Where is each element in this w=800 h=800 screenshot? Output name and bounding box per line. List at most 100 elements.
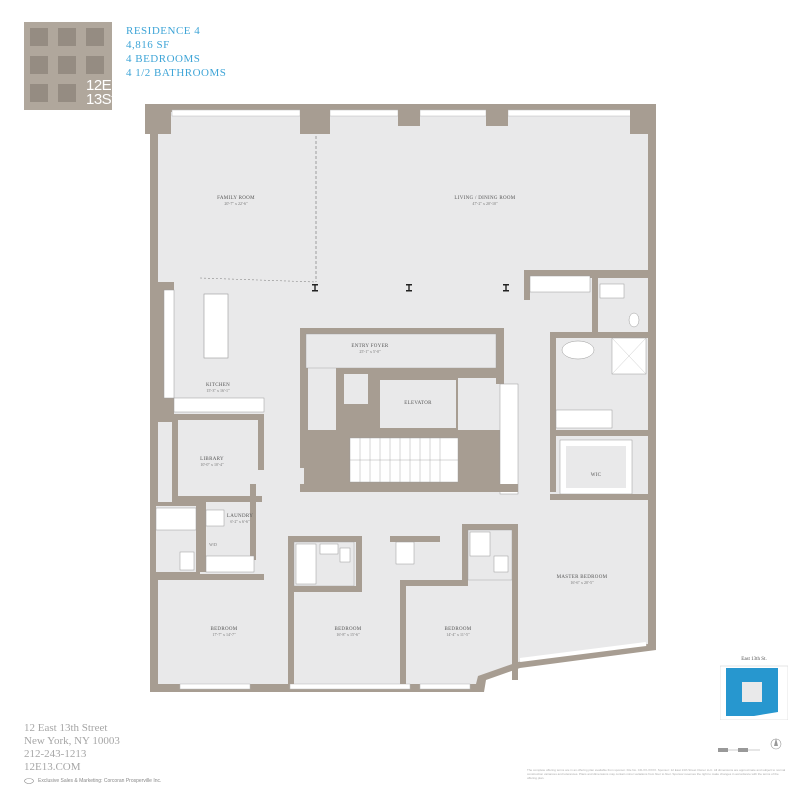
freestanding-tub (561, 340, 595, 360)
logo-text-line2: 13St (86, 91, 115, 108)
wall (524, 270, 530, 300)
logo-square (58, 84, 76, 102)
room-dims-laundry: 6'-2" x 6'-6" (230, 519, 250, 524)
sliding-partition (199, 277, 317, 283)
wall (300, 328, 500, 334)
room-label-bedroom-1: BEDROOM (210, 627, 237, 632)
wall (356, 536, 362, 592)
room-dims-bedroom-1: 17'-7" x 14'-7" (212, 632, 236, 637)
column (145, 104, 171, 134)
bathtub (469, 531, 491, 557)
sink (599, 283, 625, 299)
column (300, 104, 330, 134)
room-dims-kitchen: 15'-3" x 16'-1" (206, 388, 230, 393)
room-label-library: LIBRARY (200, 457, 224, 462)
wall (400, 580, 406, 684)
room-dims-living: 47'-2" x 20'-10" (472, 201, 498, 206)
wall (250, 484, 256, 560)
wall (556, 430, 648, 436)
wall (550, 332, 648, 338)
wall (406, 580, 462, 586)
address-phone[interactable]: 212-243-1213 (24, 748, 87, 760)
address-city: New York, NY 10003 (24, 735, 120, 747)
wall (462, 524, 468, 586)
address-street: 12 East 13th Street (24, 722, 108, 734)
logo-square (30, 28, 48, 46)
bathtub (529, 275, 591, 293)
counter (205, 555, 255, 573)
room-dims-entry: 25'-1" x 5'-0" (359, 349, 381, 354)
window (329, 109, 399, 117)
wall (288, 536, 360, 542)
bathtub (295, 543, 317, 585)
wall (496, 328, 504, 384)
closet (499, 383, 519, 495)
wall (592, 278, 598, 334)
room-label-wd: W/D (209, 542, 217, 547)
building-logo: 12E 13St (24, 22, 115, 110)
toilet (493, 555, 509, 573)
window (289, 683, 411, 690)
logo-text-line1: 12E (86, 77, 112, 94)
window (519, 642, 647, 662)
wall (300, 484, 518, 492)
wall (390, 536, 440, 542)
wall (462, 524, 518, 530)
room-dims-family: 20'-7" x 22'-6" (224, 201, 248, 206)
room-label-entry: ENTRY FOYER (351, 344, 389, 349)
closet (344, 374, 368, 404)
room-label-family: FAMILY ROOM (217, 196, 255, 201)
exclusive-sales-line: Exclusive Sales & Marketing: Corcoran Pr… (24, 778, 161, 784)
room-label-living: LIVING / DINING ROOM (454, 196, 515, 201)
room-label-kitchen: KITCHEN (206, 383, 230, 388)
window (507, 109, 633, 117)
logo-square (30, 56, 48, 74)
elevator-shaft (380, 380, 456, 428)
residence-area: 4,816 SF (126, 39, 170, 51)
bathtub (155, 507, 197, 531)
wall (550, 332, 556, 492)
address-web[interactable]: 12E13.COM (24, 761, 81, 773)
wall (524, 270, 648, 278)
residence-bedrooms: 4 BEDROOMS (126, 53, 201, 65)
room-dims-bedroom-2: 16'-8" x 15'-6" (336, 632, 360, 637)
toilet (339, 547, 351, 563)
exclusive-sales-text: Exclusive Sales & Marketing: Corcoran Pr… (38, 778, 162, 784)
residence-bathrooms: 4 1/2 BATHROOMS (126, 67, 227, 79)
wall (258, 420, 264, 470)
room-label-bedroom-3: BEDROOM (444, 627, 471, 632)
washer-dryer (205, 509, 225, 527)
residence-info: RESIDENCE 4 4,816 SF 4 BEDROOMS 4 1/2 BA… (126, 24, 226, 80)
kitchen-counter (163, 289, 175, 399)
steel-columns (312, 284, 509, 292)
room-dims-master: 16'-6" x 20'-5" (570, 580, 594, 585)
logo-square (30, 84, 48, 102)
wall (172, 496, 262, 502)
wall (152, 574, 264, 580)
residence-name: RESIDENCE 4 (126, 25, 201, 37)
logo-square (58, 56, 76, 74)
column (486, 104, 508, 126)
vanity (555, 409, 613, 429)
logo-square-highlight (58, 28, 76, 46)
toilet (628, 312, 640, 328)
wall (172, 420, 178, 500)
kitchen-counter (173, 397, 265, 413)
window (171, 109, 301, 117)
wall (550, 494, 648, 500)
keyplan (720, 665, 788, 720)
logo-square (86, 56, 104, 74)
room-label-master: MASTER BEDROOM (557, 575, 608, 580)
stair-treads (350, 438, 458, 482)
sink (319, 543, 339, 555)
wall (300, 328, 308, 468)
room-dims-library: 10'-0" x 10'-4" (200, 462, 224, 467)
room-label-laundry: LAUNDRY (227, 514, 253, 519)
address-block: 12 East 13th Street New York, NY 10003 2… (24, 722, 120, 774)
window (419, 683, 471, 690)
column (398, 104, 420, 126)
room-dims-bedroom-3: 14'-4" x 11'-5" (446, 632, 470, 637)
entry-foyer (305, 333, 497, 369)
room-label-bedroom-2: BEDROOM (334, 627, 361, 632)
